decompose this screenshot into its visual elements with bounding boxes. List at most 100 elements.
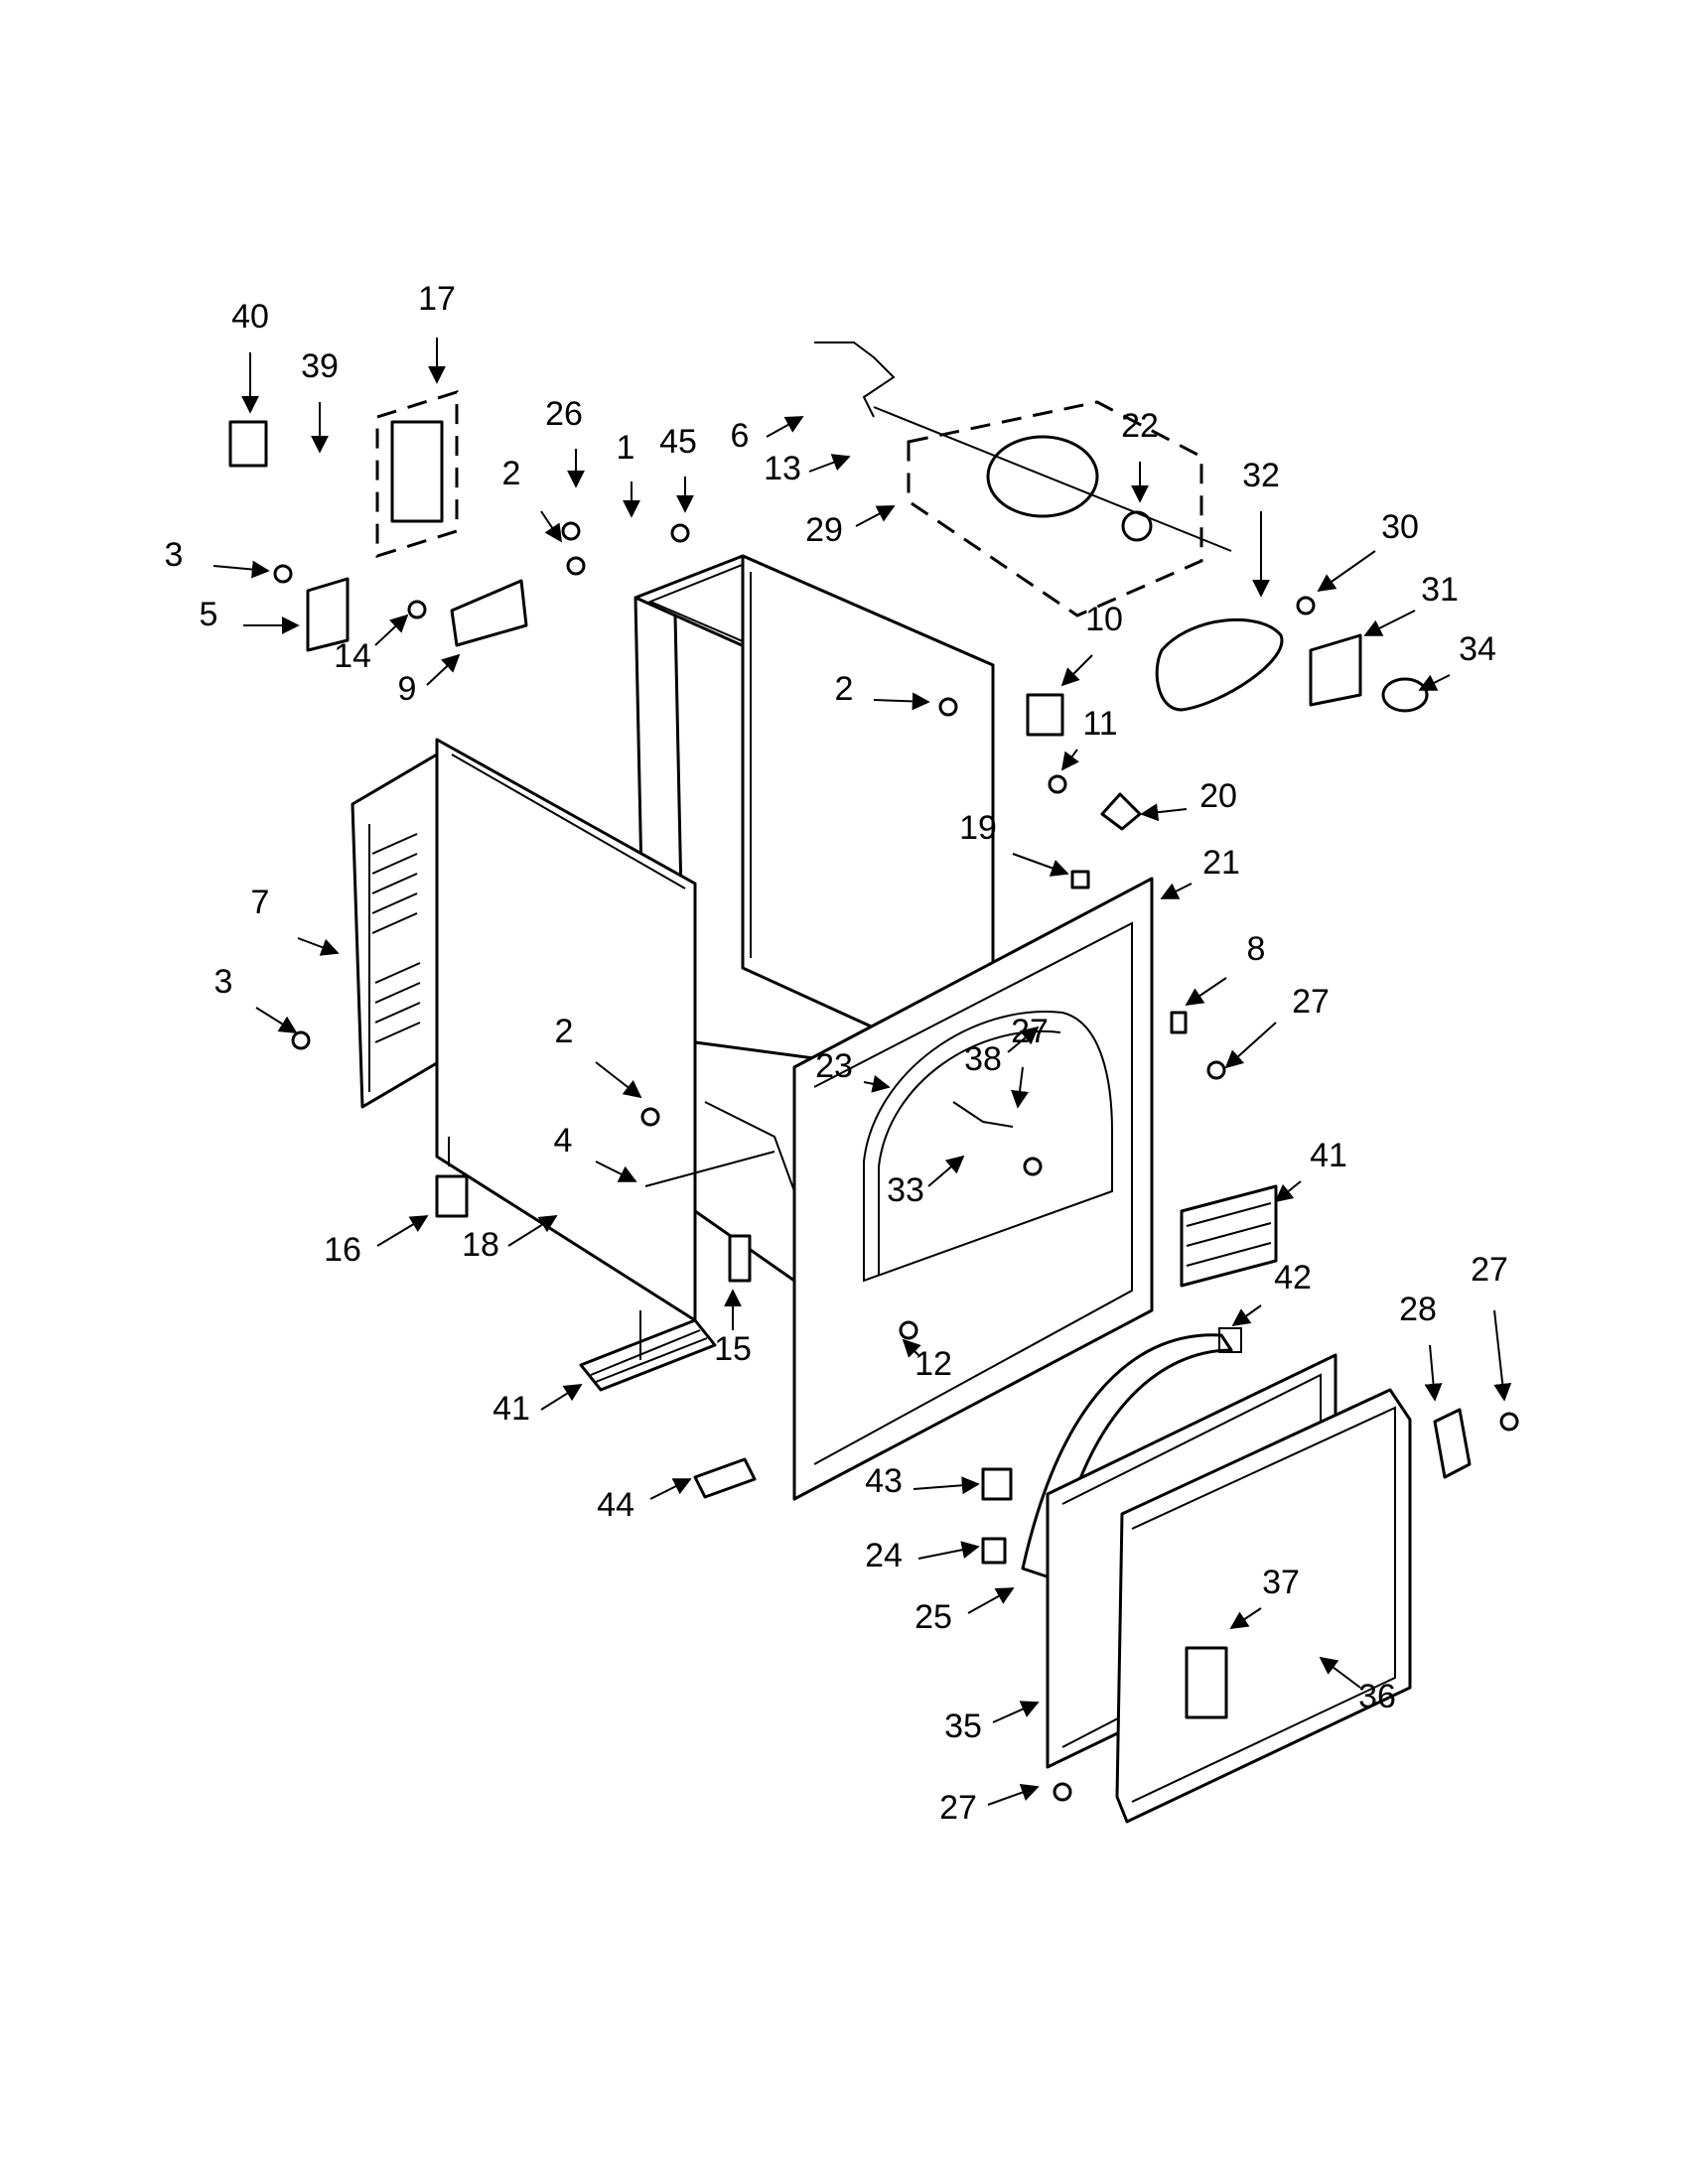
callout-number: 2 bbox=[502, 455, 521, 492]
grommet bbox=[1070, 870, 1090, 889]
callout-34: 34 bbox=[1418, 630, 1496, 691]
callout-number: 13 bbox=[764, 450, 801, 487]
callout-29: 29 bbox=[805, 505, 896, 549]
callout-leader-arrow bbox=[967, 1587, 1015, 1614]
leveling-foot bbox=[435, 1174, 469, 1218]
callout-36: 36 bbox=[1319, 1656, 1396, 1715]
callout-leader-arrow bbox=[1231, 1304, 1262, 1327]
idler-pulley bbox=[1381, 677, 1429, 713]
callout-leader-arrow bbox=[540, 1384, 583, 1411]
callout-number: 30 bbox=[1381, 508, 1419, 546]
callout-44: 44 bbox=[597, 1478, 692, 1524]
callout-38: 38 bbox=[964, 1025, 1040, 1078]
callout-2: 2 bbox=[555, 1013, 642, 1099]
drive-motor bbox=[986, 435, 1099, 518]
terminal-bracket bbox=[306, 577, 350, 652]
callout-number: 16 bbox=[324, 1231, 361, 1269]
callout-number: 2 bbox=[835, 670, 854, 708]
callout-number: 41 bbox=[492, 1390, 530, 1428]
callout-27: 27 bbox=[939, 1784, 1040, 1827]
callout-leader-arrow bbox=[1319, 1656, 1361, 1689]
callout-2: 2 bbox=[835, 670, 930, 711]
callout-number: 37 bbox=[1262, 1564, 1300, 1601]
callout-leader-arrow bbox=[1011, 1066, 1029, 1109]
callout-27: 27 bbox=[1471, 1251, 1512, 1402]
callout-leader-arrow bbox=[855, 505, 896, 527]
callout-number: 45 bbox=[659, 423, 697, 461]
support-bracket bbox=[728, 1234, 752, 1283]
callout-leader-arrow bbox=[1185, 977, 1227, 1007]
callout-3: 3 bbox=[165, 536, 270, 579]
callout-leader-arrow bbox=[376, 1215, 429, 1247]
callout-33: 33 bbox=[887, 1155, 965, 1209]
callout-leader-arrow bbox=[595, 1160, 637, 1182]
callout-number: 42 bbox=[1274, 1259, 1312, 1297]
callout-number: 5 bbox=[200, 596, 218, 633]
callout-31: 31 bbox=[1363, 571, 1459, 636]
callout-9: 9 bbox=[398, 653, 461, 708]
warning-label bbox=[693, 1457, 757, 1499]
callout-number: 35 bbox=[944, 1707, 982, 1745]
callout-24: 24 bbox=[865, 1537, 980, 1574]
callout-12: 12 bbox=[902, 1338, 952, 1383]
callout-number: 29 bbox=[805, 511, 843, 549]
callout-number: 1 bbox=[617, 429, 635, 467]
callout-13: 13 bbox=[764, 450, 851, 487]
door-seal bbox=[1021, 1333, 1233, 1580]
door-strike bbox=[981, 1537, 1007, 1565]
callout-number: 26 bbox=[545, 395, 583, 433]
callout-number: 14 bbox=[334, 637, 371, 675]
callout-39: 39 bbox=[301, 347, 339, 454]
callout-leader-arrow bbox=[1012, 853, 1069, 877]
callout-leader-arrow bbox=[863, 1074, 891, 1093]
callout-number: 9 bbox=[398, 670, 417, 708]
lint-screen-housing bbox=[952, 1101, 1014, 1128]
fasteners bbox=[273, 521, 1519, 1802]
door-handle bbox=[1185, 1646, 1228, 1719]
callout-7: 7 bbox=[251, 884, 340, 956]
support-rod bbox=[644, 1151, 775, 1187]
callout-leader-arrow bbox=[766, 416, 804, 438]
callout-number: 44 bbox=[597, 1486, 634, 1524]
callout-leader-arrow bbox=[1060, 654, 1093, 687]
callout-1: 1 bbox=[617, 429, 640, 518]
door-pad bbox=[1218, 1327, 1242, 1353]
callout-28: 28 bbox=[1399, 1291, 1443, 1402]
callout-leader-arrow bbox=[1224, 1022, 1277, 1069]
callout-number: 21 bbox=[1202, 844, 1240, 882]
insulation-strip bbox=[1180, 1184, 1278, 1288]
door-catch bbox=[981, 1467, 1013, 1501]
callout-26: 26 bbox=[545, 395, 585, 488]
callout-number: 40 bbox=[231, 298, 269, 336]
callout-leader-arrow bbox=[808, 454, 851, 473]
terminal-block bbox=[390, 420, 444, 523]
callout-number: 20 bbox=[1199, 777, 1237, 815]
callout-number: 36 bbox=[1358, 1678, 1396, 1715]
callout-number: 3 bbox=[165, 536, 184, 574]
callout-42: 42 bbox=[1231, 1259, 1312, 1327]
strain-relief-clip bbox=[450, 579, 528, 647]
callout-6: 6 bbox=[731, 416, 804, 455]
callout-leader-arrow bbox=[1160, 883, 1193, 899]
callout-15: 15 bbox=[714, 1289, 752, 1368]
tie-clip bbox=[1170, 1011, 1188, 1034]
callout-leader-arrow bbox=[649, 1478, 692, 1500]
callout-leader-arrow bbox=[1418, 674, 1451, 691]
callout-leader-arrow bbox=[374, 614, 409, 646]
callout-number: 18 bbox=[462, 1226, 499, 1264]
callout-17: 17 bbox=[418, 280, 456, 384]
callout-3: 3 bbox=[214, 963, 298, 1033]
callout-leader-arrow bbox=[507, 1215, 558, 1247]
callout-number: 19 bbox=[959, 809, 997, 847]
callout-leader-arrow bbox=[255, 1007, 298, 1033]
front-panel-door-opening bbox=[863, 1011, 1113, 1283]
callout-number: 32 bbox=[1242, 457, 1280, 494]
callout-41: 41 bbox=[1274, 1137, 1347, 1203]
callout-11: 11 bbox=[1060, 705, 1118, 771]
callout-number: 34 bbox=[1459, 630, 1496, 668]
callout-leader-arrow bbox=[987, 1784, 1040, 1806]
callout-leader-arrow bbox=[1229, 1607, 1262, 1629]
wire-connector bbox=[1100, 792, 1142, 831]
callout-leader-arrow bbox=[297, 937, 340, 956]
callout-number: 12 bbox=[914, 1345, 952, 1383]
